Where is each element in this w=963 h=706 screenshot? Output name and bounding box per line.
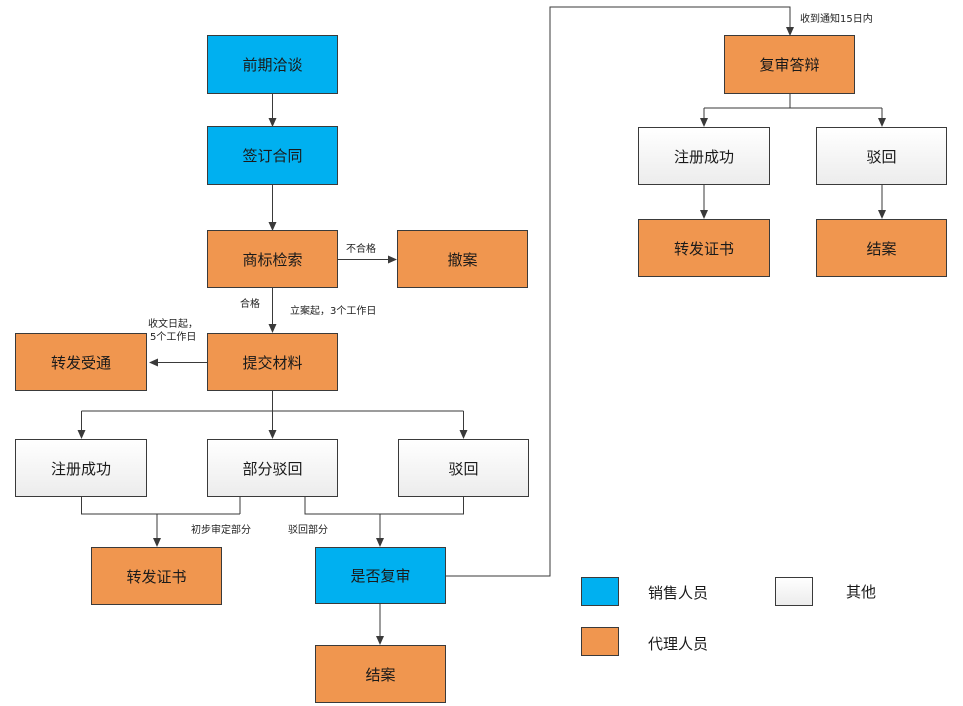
label-receipt-5days: 收文日起， 5个工作日 bbox=[148, 318, 198, 344]
line-defense-split bbox=[704, 94, 882, 109]
node-review-defense: 复审答辩 bbox=[724, 35, 855, 94]
line-merge-cert bbox=[81, 497, 241, 515]
node-negotiate: 前期洽谈 bbox=[207, 35, 338, 94]
label-unqualified: 不合格 bbox=[346, 244, 376, 255]
line-merge-review bbox=[304, 497, 464, 515]
legend-swatch-sales bbox=[581, 577, 619, 606]
label-qualified: 合格 bbox=[240, 299, 260, 310]
node-review-question: 是否复审 bbox=[315, 547, 446, 604]
label-receipt-line2: 5个工作日 bbox=[150, 332, 197, 343]
node-review-reject: 驳回 bbox=[816, 127, 947, 185]
line-submit-split bbox=[81, 391, 464, 412]
legend-swatch-agent bbox=[581, 627, 619, 656]
node-trademark-search: 商标检索 bbox=[207, 230, 338, 288]
legend-other: 其他 bbox=[846, 583, 877, 601]
label-rejected-part: 驳回部分 bbox=[288, 525, 328, 536]
node-partial-reject: 部分驳回 bbox=[207, 439, 338, 497]
node-forward-notice: 转发受通 bbox=[15, 333, 147, 391]
label-notice-15days: 收到通知15日内 bbox=[800, 14, 873, 25]
node-registration-success: 注册成功 bbox=[15, 439, 147, 497]
label-filing-3days: 立案起，3个工作日 bbox=[290, 306, 377, 317]
legend-swatch-other bbox=[775, 577, 813, 606]
node-sign-contract: 签订合同 bbox=[207, 126, 338, 185]
node-review-forward-certificate: 转发证书 bbox=[638, 219, 770, 277]
arrow-review-defense bbox=[446, 6, 794, 577]
node-close-case: 结案 bbox=[315, 645, 446, 703]
node-reject: 驳回 bbox=[398, 439, 529, 497]
node-forward-certificate: 转发证书 bbox=[91, 547, 222, 605]
node-review-registration-success: 注册成功 bbox=[638, 127, 770, 185]
node-withdraw: 撤案 bbox=[397, 230, 528, 288]
legend-agent: 代理人员 bbox=[648, 635, 709, 653]
label-initial-approved-part: 初步审定部分 bbox=[191, 525, 251, 536]
node-review-close-case: 结案 bbox=[816, 219, 947, 277]
legend-sales: 销售人员 bbox=[648, 584, 709, 602]
node-submit-materials: 提交材料 bbox=[207, 333, 338, 391]
label-receipt-line1: 收文日起， bbox=[148, 319, 198, 330]
